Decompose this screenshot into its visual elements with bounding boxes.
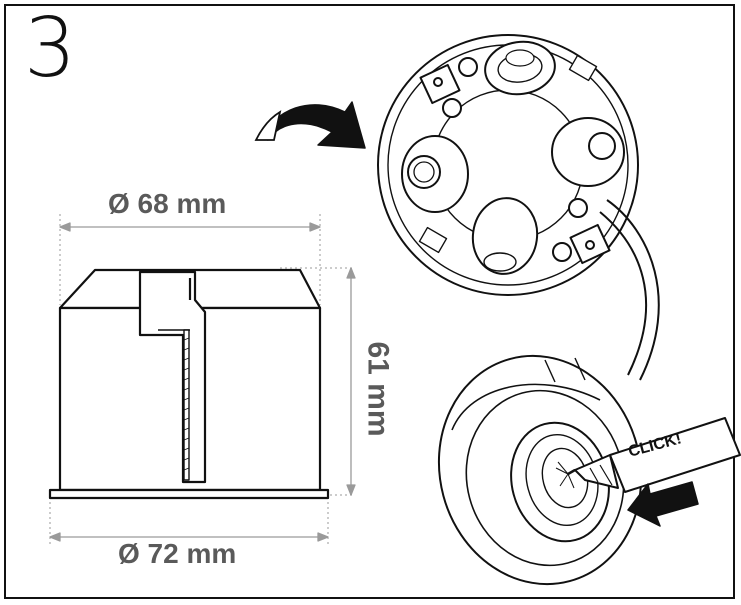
dimension-bottom-diameter: Ø 72 mm: [118, 538, 237, 569]
screw-thread: [183, 337, 190, 471]
mount-top-view: [377, 34, 639, 296]
click-spark: [555, 461, 575, 489]
rotate-arrow-icon: [254, 101, 366, 149]
dimension-height: 61 mm: [361, 341, 395, 437]
screwdriver-icon: [567, 417, 741, 493]
dimension-top-diameter: Ø 68 mm: [108, 188, 227, 219]
step-number: 3: [24, 1, 77, 96]
dimension-arrows: [49, 222, 356, 542]
camera-front-view: [437, 354, 643, 586]
mount-side-view: [48, 214, 356, 545]
camera-cable: [599, 199, 660, 381]
push-arrow-icon: [627, 481, 699, 527]
